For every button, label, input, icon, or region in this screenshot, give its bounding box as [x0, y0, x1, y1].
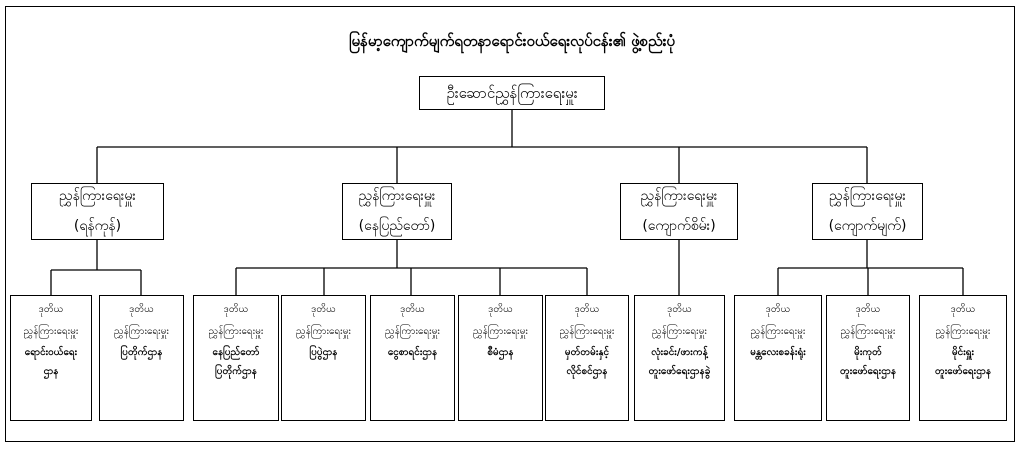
branch-rank: ဒုတိယ [400, 304, 425, 315]
branch-name-cont: ပြတိုက်ဌာန [215, 366, 257, 377]
branch-lonekhin-hpakant: ဒုတိယ ညွှန်ကြားရေးမှူး လုံးခင်း/ဖားကန့် … [634, 295, 725, 421]
office-jade-title: ညွှန်ကြားရေးမှူး [640, 188, 718, 205]
branch-mongshu: ဒုတိယ ညွှန်ကြားရေးမှူး မိုင်းရှူး တူးဖော… [919, 295, 1007, 421]
office-naypyitaw: ညွှန်ကြားရေးမှူး (နေပြည်တော်) [342, 183, 452, 240]
branch-rank: ဒုတိယ [950, 304, 976, 315]
office-naypyitaw-location: (နေပြည်တော်) [358, 217, 436, 234]
branch-rank: ဒုတိယ [311, 304, 336, 315]
branch-rank: ဒုတိယ [855, 304, 881, 315]
branch-rank: ဒုတိယ [38, 304, 64, 315]
branch-name: ပြပွဲဌာန [309, 347, 338, 358]
branch-rank: ဒုတိယ [574, 304, 600, 315]
head-box: ဦးဆောင်ညွှန်ကြားရေးမှူး [419, 76, 605, 110]
branch-name: မိုင်းရှူး [951, 347, 975, 358]
branch-name: ငွေစာရင်းဌာန [387, 347, 438, 358]
branch-name-cont: တူးဖော်ရေးဌာနခွဲ [648, 366, 711, 377]
branch-post: ညွှန်ကြားရေးမှူး [114, 326, 169, 337]
branch-name: မှတ်တမ်းနှင့် [564, 347, 610, 358]
branch-name: နေပြည်တော် [212, 347, 260, 358]
branch-name: စီမံဌာန [487, 347, 514, 358]
branch-sales: ဒုတိယ ညွှန်ကြားရေးမှူး ရောင်းဝယ်ရေး ဌာန [10, 295, 92, 421]
branch-name: ရောင်းဝယ်ရေး [24, 347, 78, 358]
branch-rank: ဒုတိယ [488, 304, 513, 315]
branch-mandalay-camp: ဒုတိယ ညွှန်ကြားရေးမှူး မန္တလေးစခန်းရုံး [734, 295, 822, 421]
branch-rank: ဒုတိယ [765, 304, 791, 315]
office-yangon-location: (ရန်ကုန်) [73, 217, 122, 234]
branch-post: ညွှန်ကြားရေးမှူး [652, 326, 707, 337]
branch-rank: ဒုတိယ [223, 304, 249, 315]
office-gems-title: ညွှန်ကြားရေးမှူး [829, 188, 906, 205]
office-yangon: ညွှန်ကြားရေးမှူး (ရန်ကုန်) [31, 183, 164, 240]
branch-name: မန္တလေးစခန်းရုံး [750, 347, 806, 358]
branch-name: လုံးခင်း/ဖားကန့် [651, 347, 708, 358]
branch-records-license: ဒုတိယ ညွှန်ကြားရေးမှူး မှတ်တမ်းနှင့် လို… [545, 295, 629, 421]
chart-title: မြန်မာ့ကျောက်မျက်ရတနာရောင်းဝယ်ရေးလုပ်ငန်… [349, 32, 675, 50]
branch-post: ညွှန်ကြားရေးမှူး [935, 326, 991, 337]
diagram-frame [5, 6, 1015, 442]
branch-post: ညွှန်ကြားရေးမှူး [296, 326, 351, 337]
office-jade: ညွှန်ကြားရေးမှူး (ကျောက်စိမ်း) [620, 183, 738, 240]
branch-name-cont: ဌာန [43, 366, 59, 377]
branch-name-cont: တူးဖော်ရေးဌာန [934, 366, 992, 377]
office-gems: ညွှန်ကြားရေးမှူး (ကျောက်မျက်) [812, 183, 923, 240]
branch-accounts: ဒုတိယ ညွှန်ကြားရေးမှူး ငွေစာရင်းဌာန [370, 295, 455, 421]
branch-exhibition: ဒုတိယ ညွှန်ကြားရေးမှူး ပြပွဲဌာန [281, 295, 366, 421]
branch-mogok: ဒုတိယ ညွှန်ကြားရေးမှူး မိုးကုတ် တူးဖော်ရ… [826, 295, 910, 421]
office-naypyitaw-title: ညွှန်ကြားရေးမှူး [358, 188, 436, 205]
office-yangon-title: ညွှန်ကြားရေးမှူး [59, 188, 136, 205]
branch-post: ညွှန်ကြားရေးမှူး [473, 326, 528, 337]
head-label: ဦးဆောင်ညွှန်ကြားရေးမှူး [446, 83, 578, 102]
branch-rank: ဒုတိယ [667, 304, 692, 315]
branch-rank: ဒုတိယ [129, 304, 154, 315]
branch-name: မိုးကုတ် [854, 347, 882, 358]
branch-post: ညွှန်ကြားရေးမှူး [208, 326, 264, 337]
office-jade-location: (ကျောက်စိမ်း) [642, 217, 716, 234]
branch-post: ညွှန်ကြားရေးမှူး [840, 326, 896, 337]
branch-name-cont: လိုင်စင်ဌာန [566, 366, 608, 377]
branch-name-cont: တူးဖော်ရေးဌာန [839, 366, 897, 377]
branch-administration: ဒုတိယ ညွှန်ကြားရေးမှူး စီမံဌာန [458, 295, 543, 421]
branch-naypyitaw-museum: ဒုတိယ ညွှန်ကြားရေးမှူး နေပြည်တော် ပြတိုက… [193, 295, 279, 421]
branch-post: ညွှန်ကြားရေးမှူး [559, 326, 615, 337]
branch-post: ညွှန်ကြားရေးမှူး [385, 326, 440, 337]
office-gems-location: (ကျောက်မျက်) [828, 217, 907, 234]
branch-museum: ဒုတိယ ညွှန်ကြားရေးမှူး ပြတိုက်ဌာန [99, 295, 184, 421]
branch-post: ညွှန်ကြားရေးမှူး [23, 326, 79, 337]
branch-post: ညွှန်ကြားရေးမှူး [750, 326, 806, 337]
branch-name: ပြတိုက်ဌာန [120, 347, 163, 358]
